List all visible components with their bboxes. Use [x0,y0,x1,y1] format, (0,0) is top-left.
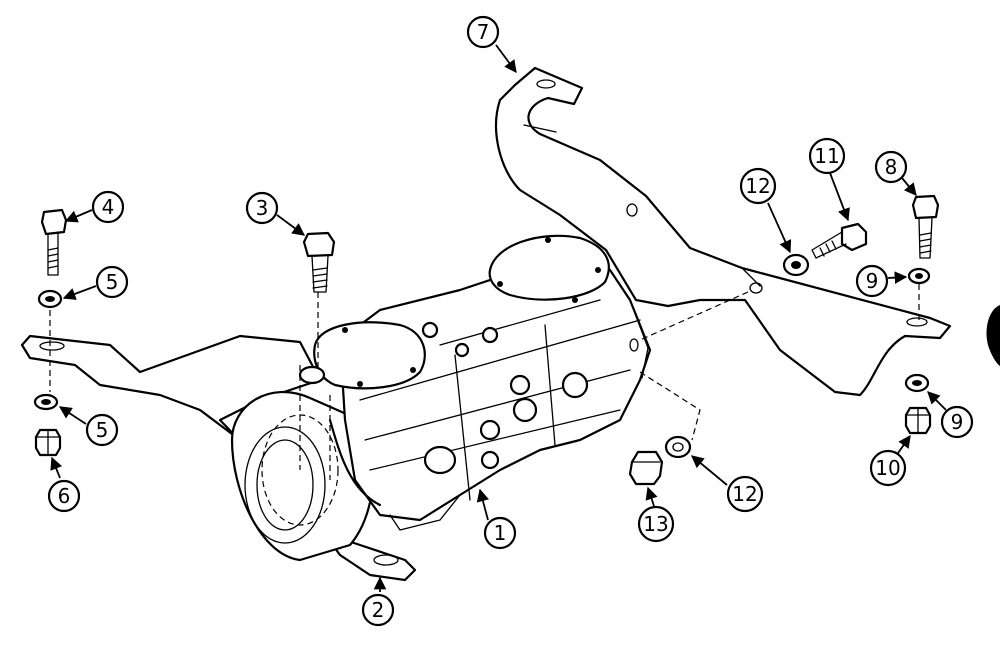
callout-10: 10 [869,434,911,487]
callout-8: 8 [874,150,917,196]
callout-12-bottom: 12 [691,455,764,513]
callout-3: 3 [245,191,306,236]
callout-12-top: 12 [739,167,792,254]
callout-label: 1 [494,521,507,545]
callout-6: 6 [47,456,81,513]
callout-9-bottom: 9 [927,391,974,439]
callout-label: 4 [102,195,115,219]
callout-5-bottom: 5 [58,406,119,447]
center-bolt [298,231,336,385]
callout-label: 7 [477,20,490,44]
callout-9-top: 9 [855,264,908,298]
callout-4: 4 [64,190,125,224]
callout-13: 13 [637,486,675,543]
callout-7: 7 [466,15,517,74]
callout-label: 10 [875,456,900,480]
callout-5-top: 5 [62,265,129,300]
callout-label: 11 [814,144,839,168]
callout-11: 11 [808,137,850,222]
callout-2: 2 [361,576,395,627]
lower-bracket [20,334,417,582]
callout-label: 3 [256,196,269,220]
callout-label: 12 [745,174,770,198]
callout-label: 5 [96,418,109,442]
callout-label: 13 [643,512,668,536]
callout-label: 12 [732,482,757,506]
upper-mounting-bracket [494,66,952,397]
callout-label: 5 [106,270,119,294]
callout-label: 8 [885,155,898,179]
callout-label: 9 [951,410,964,434]
callout-label: 9 [866,269,879,293]
callout-label: 2 [372,598,385,622]
callout-1: 1 [476,488,517,550]
callout-label: 6 [58,484,71,508]
right-fastener-stack [628,194,940,486]
left-bolt-stack [33,208,68,457]
hydraulic-pump [313,234,652,531]
edge-fragment [986,305,1000,366]
